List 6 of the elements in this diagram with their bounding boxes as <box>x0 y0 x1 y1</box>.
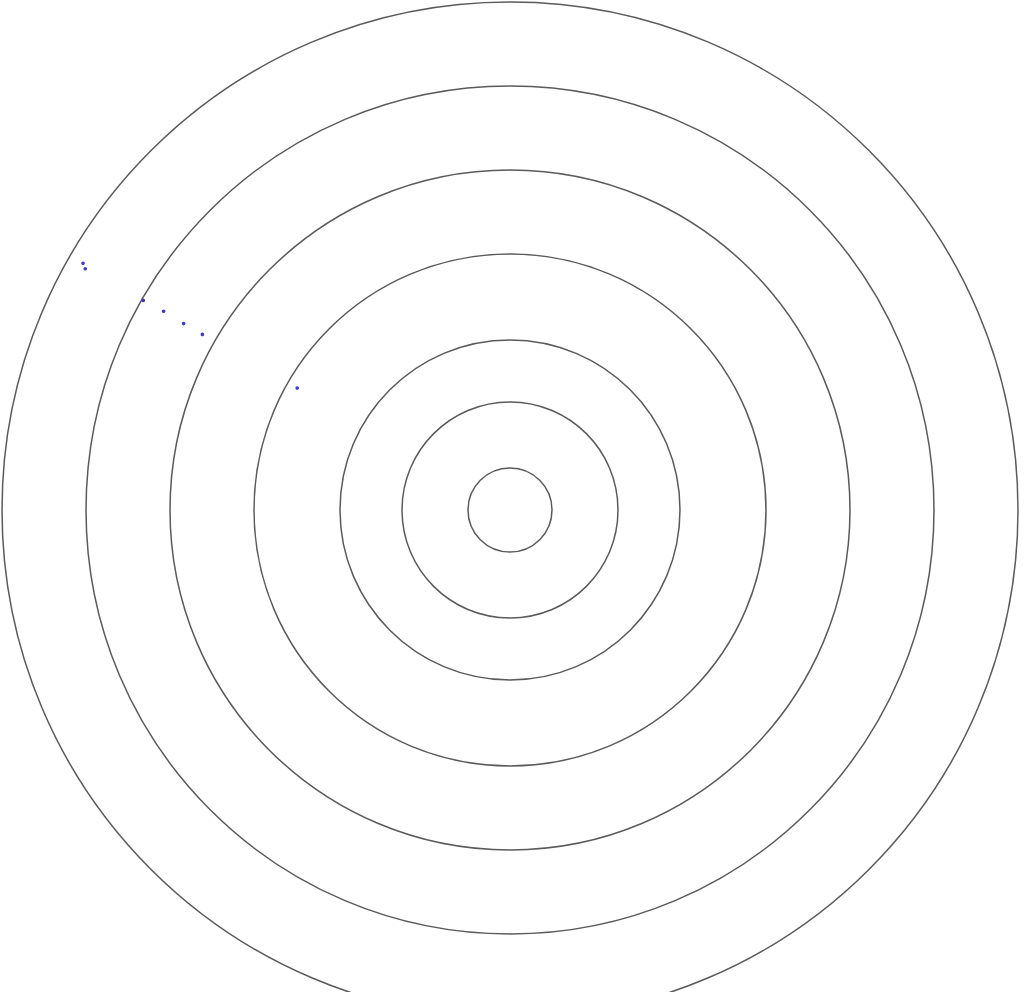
circle <box>339 339 681 681</box>
circle <box>467 467 553 553</box>
circle <box>401 401 619 619</box>
circle <box>253 253 767 767</box>
circle <box>85 85 935 935</box>
circle <box>169 169 851 851</box>
